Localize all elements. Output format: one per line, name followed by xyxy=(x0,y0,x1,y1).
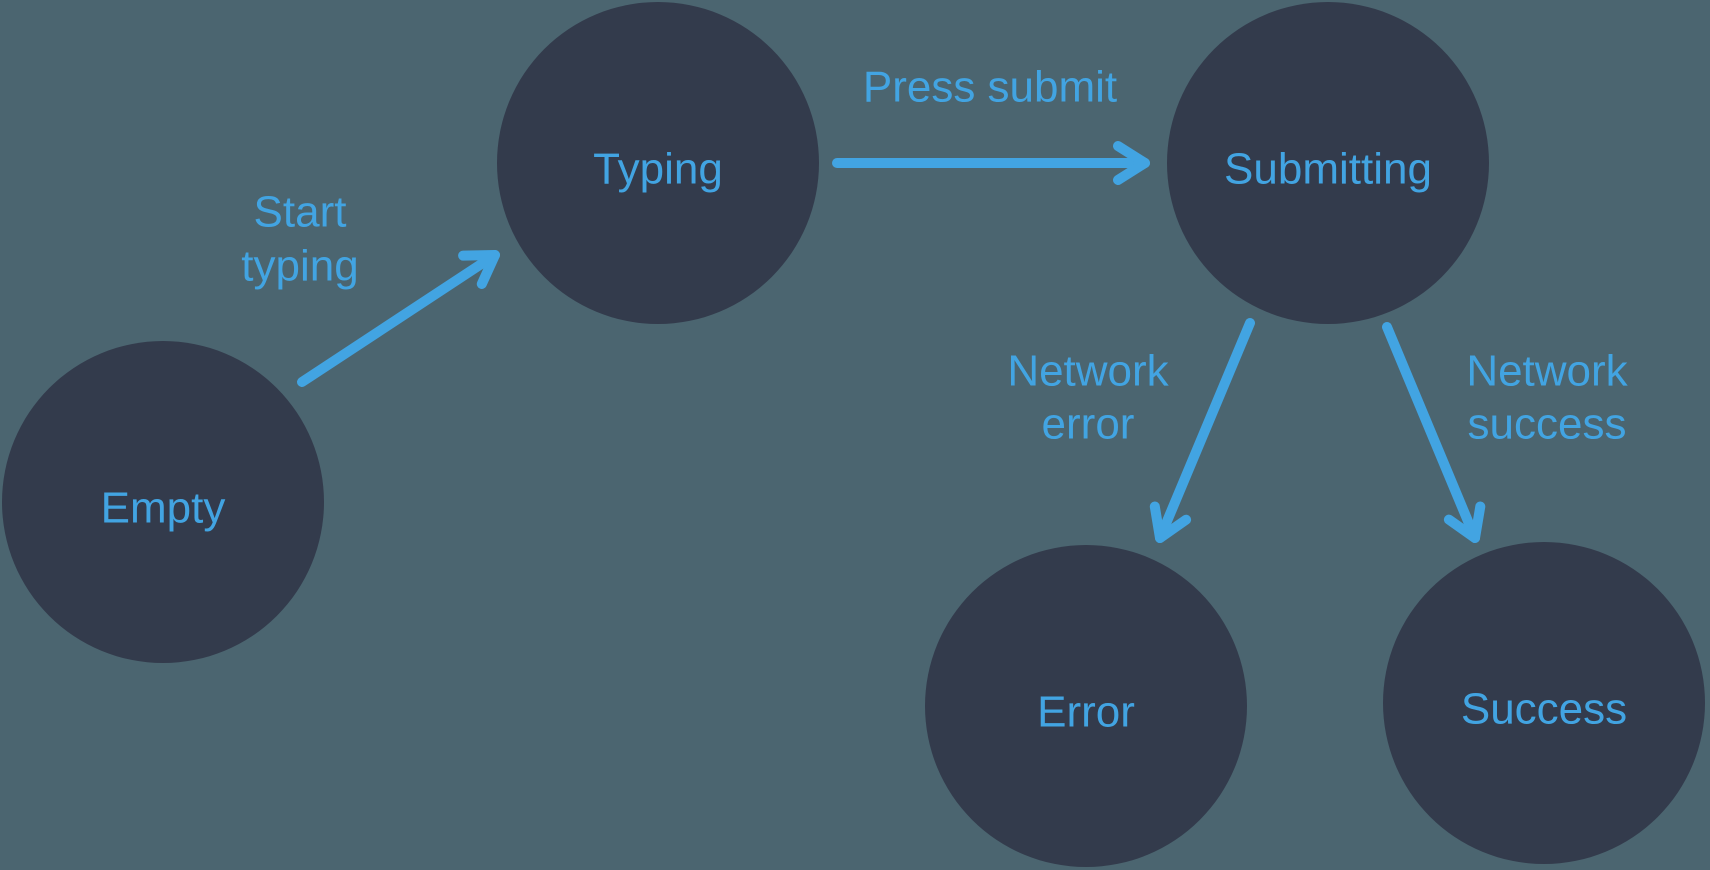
error-node-circle xyxy=(925,545,1247,867)
start-typing-arrowhead-icon xyxy=(458,250,500,289)
network-success-arrow xyxy=(1382,322,1480,543)
network-error-arrow xyxy=(1155,318,1255,543)
submitting-node-label: Submitting xyxy=(1224,145,1432,194)
edge-start-typing: Start typing xyxy=(241,188,500,387)
network-error-arrowhead-icon xyxy=(1149,501,1192,543)
state-node-empty: Empty xyxy=(2,341,324,663)
success-node-circle xyxy=(1383,542,1705,864)
network-success-label-line-2: success xyxy=(1468,400,1627,449)
edge-network-error: Network error xyxy=(1007,318,1255,543)
state-node-typing: Typing xyxy=(497,2,819,324)
state-node-submitting: Submitting xyxy=(1167,2,1489,324)
start-typing-label-line-1: Start xyxy=(254,188,347,237)
state-node-success: Success xyxy=(1383,542,1705,864)
error-node-label: Error xyxy=(1037,688,1135,737)
start-typing-label-line-2: typing xyxy=(241,242,358,291)
typing-node-circle xyxy=(497,2,819,324)
empty-node-circle xyxy=(2,341,324,663)
network-success-arrowhead-icon xyxy=(1443,501,1486,543)
success-node-label: Success xyxy=(1461,685,1627,734)
submitting-node-circle xyxy=(1167,2,1489,324)
typing-node-label: Typing xyxy=(593,145,723,194)
network-success-label-line-1: Network xyxy=(1466,347,1628,396)
empty-node-label: Empty xyxy=(101,484,226,533)
start-typing-arrow xyxy=(297,250,500,387)
edge-network-success: Network success xyxy=(1382,322,1629,543)
network-error-label-line-2: error xyxy=(1042,400,1135,449)
press-submit-label: Press submit xyxy=(863,63,1117,112)
state-node-error: Error xyxy=(925,545,1247,867)
edge-press-submit: Press submit xyxy=(832,63,1150,185)
press-submit-arrowhead-icon xyxy=(1113,141,1150,185)
network-error-label-line-1: Network xyxy=(1007,347,1169,396)
